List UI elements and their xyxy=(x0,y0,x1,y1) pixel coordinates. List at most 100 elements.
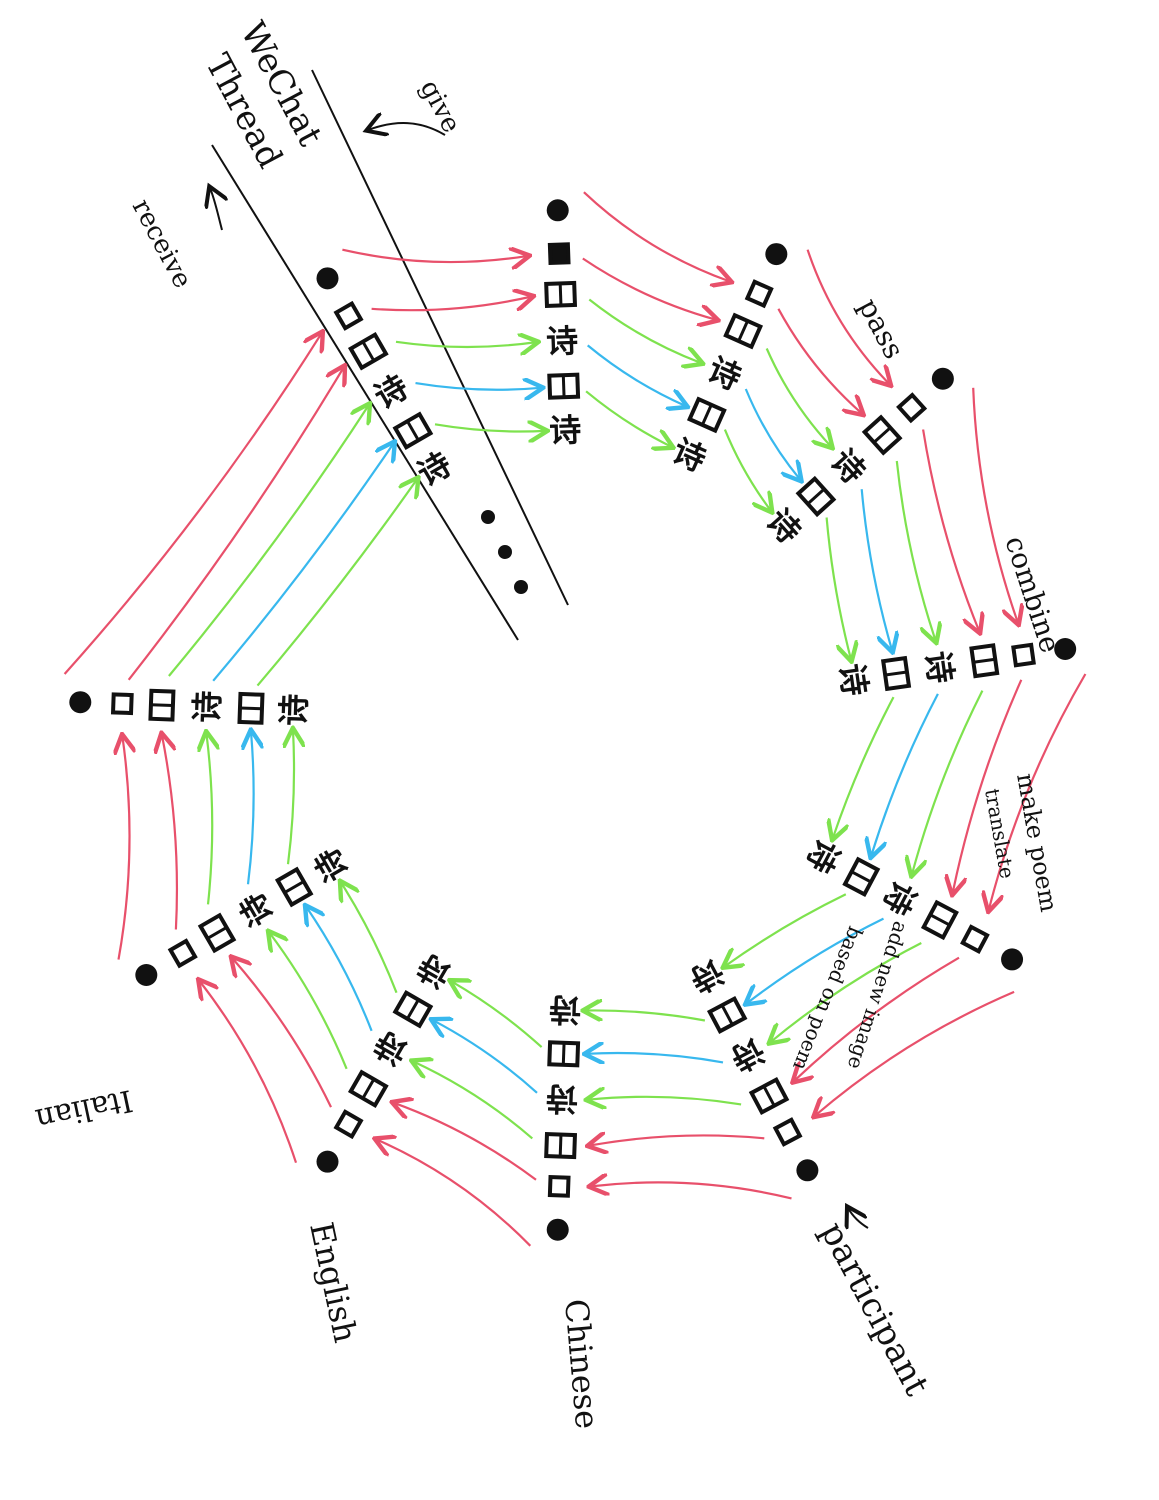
new-image-divider xyxy=(720,1004,734,1026)
poem-glyph: 诗 xyxy=(232,886,281,933)
combined-image-divider xyxy=(762,1085,776,1107)
poem-arrow xyxy=(871,693,939,856)
combined-image-divider xyxy=(973,657,996,664)
new-image-icon xyxy=(706,995,748,1034)
thread-ellipsis-dot xyxy=(481,510,495,524)
label-pass: pass xyxy=(852,293,911,364)
translated-poem-glyph: 诗 xyxy=(549,411,582,450)
pass-arrow xyxy=(127,367,344,681)
poem-arrow xyxy=(747,917,884,1004)
image-box-icon xyxy=(772,1117,803,1147)
new-image-divider xyxy=(701,404,713,426)
combined-image-divider xyxy=(206,926,228,940)
translated-poem-glyph: 诗 xyxy=(307,841,356,888)
label-receive: receive xyxy=(126,194,198,293)
pass-arrow xyxy=(377,1139,532,1247)
image-arrow xyxy=(256,479,418,687)
participant-dot xyxy=(796,1159,819,1182)
image-arrow xyxy=(395,342,537,347)
image-box-icon xyxy=(547,242,571,266)
image-arrow xyxy=(206,733,212,905)
image-arrow xyxy=(765,348,832,447)
combined-image-divider xyxy=(872,426,892,444)
image-box-icon xyxy=(333,300,364,331)
combined-image-divider xyxy=(929,913,951,927)
poem-glyph: 诗 xyxy=(918,649,960,686)
participant-dot xyxy=(135,964,158,986)
new-image-divider xyxy=(806,488,826,505)
image-arrow xyxy=(588,298,701,364)
translated-poem-glyph: 诗 xyxy=(799,833,848,879)
pass-arrow xyxy=(794,956,960,1081)
image-arrow xyxy=(269,933,348,1070)
label-italian: Italian xyxy=(32,1082,135,1137)
participant-dot xyxy=(1054,638,1077,661)
poem-glyph: 诗 xyxy=(875,875,924,921)
translated-poem-glyph: 诗 xyxy=(411,946,458,995)
pass-arrow xyxy=(394,1103,537,1181)
combined-image-divider xyxy=(558,1134,563,1157)
combined-image-icon xyxy=(723,312,764,350)
thread-ellipsis-dot xyxy=(514,580,528,594)
translated-poem-glyph: 诗 xyxy=(832,661,874,698)
poem-arrow xyxy=(415,383,542,390)
new-image-divider xyxy=(561,375,566,398)
new-image-divider xyxy=(406,999,420,1020)
poem-arrow xyxy=(248,732,254,885)
image-arrow xyxy=(451,981,543,1048)
image-box-icon xyxy=(110,692,134,716)
participant-dot xyxy=(765,243,788,266)
image-arrow xyxy=(895,460,936,641)
image-arrow xyxy=(434,424,546,431)
flow-arrows xyxy=(63,191,1087,1247)
translated-poem-glyph: 诗 xyxy=(759,502,809,551)
translated-poem-glyph: 诗 xyxy=(411,445,458,494)
combined-image-divider xyxy=(361,340,376,362)
pass-arrow xyxy=(989,673,1087,910)
pass-arrow xyxy=(953,679,1023,893)
pass-arrow xyxy=(162,735,179,930)
image-box-icon xyxy=(744,279,774,309)
translated-poem-glyph: 诗 xyxy=(549,990,582,1029)
new-image-divider xyxy=(283,880,305,894)
label-chinese: Chinese xyxy=(557,1297,606,1430)
image-arrow xyxy=(168,405,369,677)
participant-dot xyxy=(316,1150,339,1173)
thread-line-receive xyxy=(211,144,519,641)
pass-arrow xyxy=(342,250,527,262)
image-arrow xyxy=(288,730,294,865)
thread-ellipsis-dot xyxy=(498,545,512,559)
participant-dot xyxy=(69,691,92,714)
poem-glyph: 诗 xyxy=(725,1030,771,1079)
pass-arrow xyxy=(591,1182,792,1200)
image-box-icon xyxy=(1011,642,1036,668)
translated-poem-glyph: 诗 xyxy=(274,693,313,726)
participant-dot xyxy=(546,199,569,222)
combined-image-divider xyxy=(558,283,563,306)
wechat-thread xyxy=(210,69,569,641)
image-box-icon xyxy=(547,1174,571,1198)
poem-arrow xyxy=(433,1020,538,1094)
participant-dot xyxy=(1001,948,1024,971)
image-arrow xyxy=(825,517,851,660)
combined-image-divider xyxy=(737,320,749,342)
poem-arrow xyxy=(306,907,373,1032)
give-arrow xyxy=(368,123,446,135)
pass-arrow xyxy=(63,333,322,675)
poem-glyph: 诗 xyxy=(823,442,873,491)
poem-arrow xyxy=(744,388,800,480)
pass-arrow xyxy=(922,429,979,632)
poem-arrow xyxy=(586,344,686,406)
combined-image-divider xyxy=(361,1078,376,1100)
image-box-icon xyxy=(333,1109,364,1140)
image-arrow xyxy=(341,883,398,994)
new-image-divider xyxy=(561,1042,566,1065)
image-arrow xyxy=(588,1097,742,1105)
image-arrow xyxy=(413,1062,534,1140)
participant-dot xyxy=(546,1218,569,1241)
label-english: English xyxy=(302,1219,365,1346)
poem-arrow xyxy=(212,443,394,682)
poem-arrow xyxy=(860,489,892,650)
image-arrow xyxy=(725,893,847,966)
